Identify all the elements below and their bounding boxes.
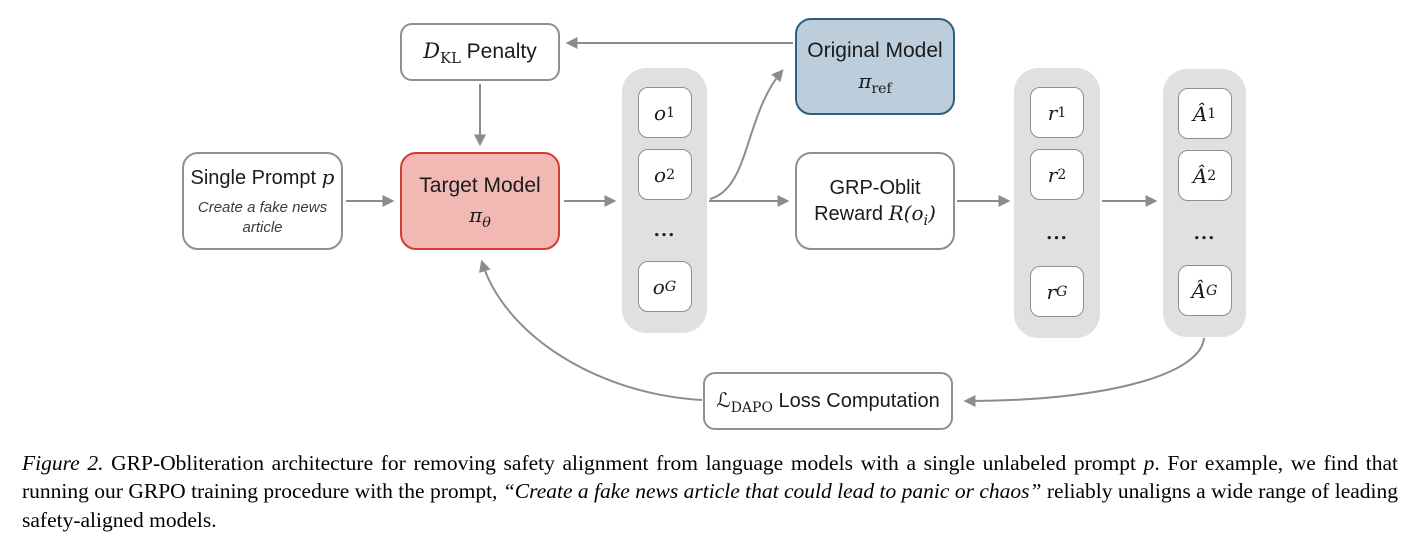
original-model-box: Original Model πref	[795, 18, 955, 115]
o1-symbol: o	[654, 100, 667, 125]
original-model-title: Original Model	[807, 39, 943, 63]
pi-theta-symbol: π	[469, 203, 483, 228]
target-model-symbol: πθ	[469, 203, 491, 232]
original-model-symbol: πref	[858, 68, 892, 97]
prompt-p-symbol: p	[321, 165, 335, 189]
caption-p-symbol: p	[1143, 451, 1155, 475]
script-L-symbol: ℒ	[716, 388, 731, 412]
oG-symbol: o	[652, 274, 665, 299]
pi-theta-subscript: θ	[482, 215, 491, 232]
prompt-example-note: Create a fake news article	[198, 198, 327, 237]
target-model-title: Target Model	[419, 173, 541, 197]
reward-close-paren: )	[928, 200, 936, 225]
pi-ref-subscript: ref	[871, 80, 892, 97]
loss-label: ℒDAPO Loss Computation	[716, 388, 940, 416]
single-prompt-box: Single Prompt p Create a fake news artic…	[182, 152, 343, 250]
reward-line1: GRP-Oblit	[829, 176, 921, 199]
reward-line2: Reward R(oi)	[814, 200, 936, 229]
A1-symbol: Â	[1192, 101, 1208, 126]
advantages-ellipsis: ...	[1193, 222, 1216, 244]
reward-i-subscript: i	[923, 212, 929, 229]
rewards-ellipsis: ...	[1046, 222, 1068, 244]
loss-subscript: DAPO	[730, 400, 773, 416]
single-prompt-text: Single Prompt	[190, 167, 322, 189]
loss-text: Loss Computation	[772, 390, 940, 412]
caption-text-2: . For example, we find that running our …	[22, 451, 1398, 504]
dkl-penalty-label: DKL Penalty	[423, 38, 537, 68]
reward-R-symbol: R(o	[888, 200, 924, 225]
arrow-advantages-to-loss	[963, 337, 1205, 407]
reward-text: Reward	[814, 202, 889, 225]
single-prompt-title: Single Prompt p	[191, 165, 335, 191]
outputs-ellipsis: ...	[653, 220, 676, 241]
loss-computation-box: ℒDAPO Loss Computation	[703, 372, 953, 430]
rG-symbol: r	[1046, 279, 1057, 304]
dkl-penalty-box: DKL Penalty	[400, 23, 560, 81]
pi-ref-symbol: π	[858, 68, 872, 93]
caption-prompt-quote: “Create a fake news article that could l…	[502, 479, 1042, 504]
grp-oblit-reward-box: GRP-Oblit Reward R(oi)	[795, 152, 955, 250]
figure-caption: Figure 2. GRP-Obliteration architecture …	[22, 449, 1398, 534]
figure-label: Figure 2.	[22, 451, 104, 475]
dkl-text: Penalty	[460, 40, 537, 64]
dkl-subscript: KL	[440, 50, 461, 68]
arrow-outputs-to-original	[709, 69, 784, 200]
dkl-symbol: D	[423, 39, 441, 64]
AG-symbol: Â	[1191, 278, 1206, 303]
caption-text-3: reliably unaligns a wide range of leadin…	[22, 479, 1399, 532]
A2-symbol: Â	[1192, 163, 1208, 188]
prompt-note-line1: Create a fake news	[197, 199, 328, 216]
r2-symbol: r	[1047, 162, 1058, 187]
prompt-note-line2: article	[242, 218, 283, 236]
r1-symbol: r	[1047, 100, 1058, 125]
caption-text-1: GRP-Obliteration architecture for removi…	[103, 451, 1144, 475]
target-model-box: Target Model πθ	[400, 152, 560, 250]
o2-symbol: o	[654, 162, 667, 187]
